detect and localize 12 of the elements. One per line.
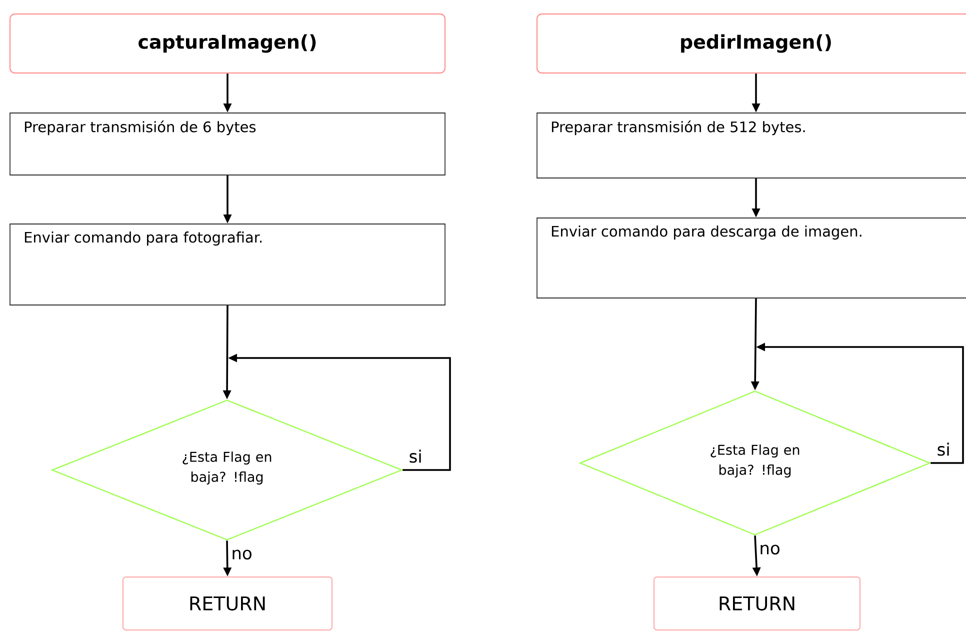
edge-label: no xyxy=(230,548,254,560)
edge-label: si xyxy=(408,448,424,464)
edge-label: si xyxy=(936,442,952,457)
function-header-box: pedirImagen() xyxy=(536,13,966,74)
process-box: Enviar comando para fotografiar. xyxy=(10,224,446,306)
process-box: Enviar comando para descarga de imagen. xyxy=(536,218,966,298)
process-box: Preparar transmisión de 6 bytes xyxy=(10,112,446,176)
return-box: RETURN xyxy=(654,576,860,630)
process-box: Preparar transmisión de 512 bytes. xyxy=(536,112,966,178)
function-header-box: capturaImagen() xyxy=(9,13,446,74)
edge-label: no xyxy=(758,544,782,556)
return-box: RETURN xyxy=(122,576,332,630)
